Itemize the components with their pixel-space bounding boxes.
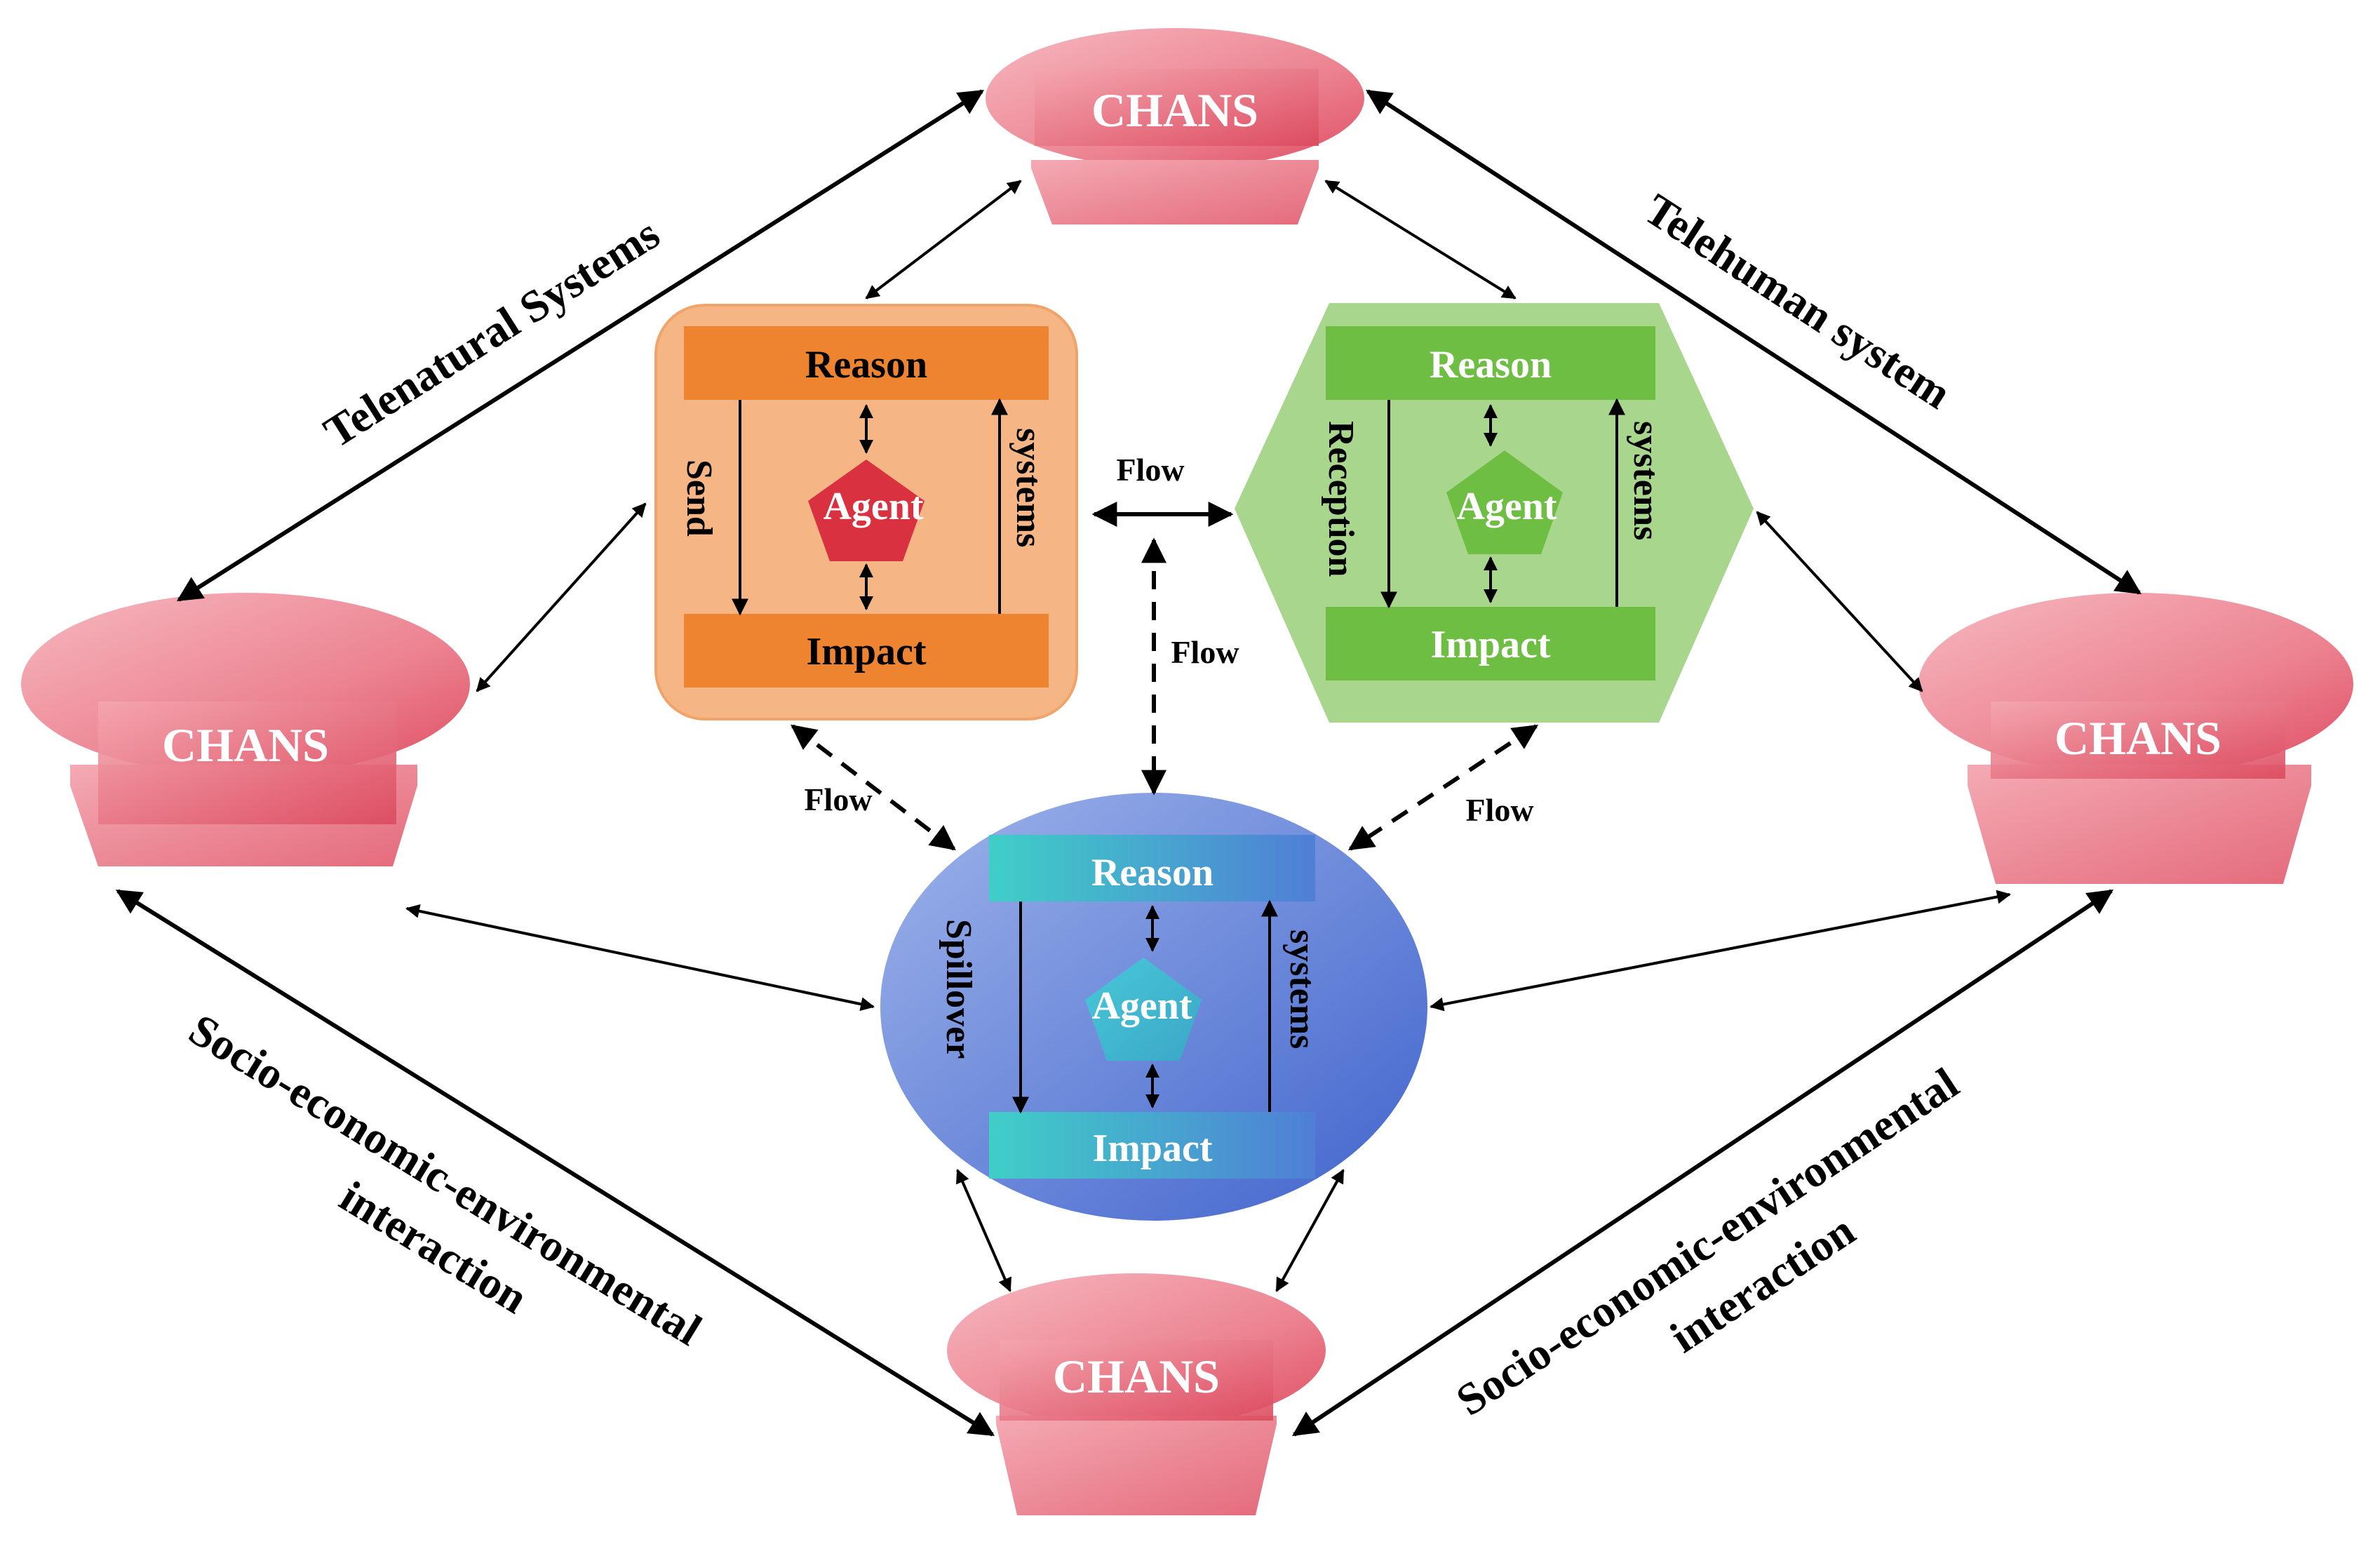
spillover-agent-pentagon (1085, 958, 1202, 1061)
send-impact-label: Impact (806, 630, 926, 673)
spillover-left-label: Spillover (939, 919, 979, 1059)
chans-bottom-label: CHANS (1053, 1350, 1220, 1403)
link-left-spillover (405, 904, 875, 1012)
flow-label-reception-spillover: Flow (1465, 792, 1533, 828)
flow-label-center-vertical: Flow (1171, 634, 1239, 670)
send-left-label: Send (679, 460, 719, 537)
chans-node-bottom: CHANS (947, 1273, 1326, 1515)
socio-left-line1: Socio-economic-environmental (181, 1004, 710, 1355)
link-top-right (1365, 89, 2142, 595)
link-top-left (176, 89, 985, 602)
reception-impact-label: Impact (1430, 623, 1550, 666)
spillover-system: Reason Impact Agent Spillover systems (880, 793, 1427, 1221)
socio-right-line1: Socio-economic-environmental (1448, 1058, 1968, 1426)
spillover-reason-label: Reason (1091, 851, 1213, 894)
link-top-reception (1324, 180, 1517, 300)
reception-reason-label: Reason (1430, 343, 1552, 387)
flow-arrow-reception-spillover (1347, 724, 1539, 851)
sending-system: Reason Impact Agent Send systems (654, 304, 1078, 720)
spillover-impact-label: Impact (1092, 1127, 1212, 1170)
link-spillover-bottom-right (1275, 1169, 1345, 1292)
receiving-system: Reason Impact Agent Reception systems (1235, 303, 1754, 723)
chans-right-label: CHANS (2055, 711, 2221, 765)
flow-arrow-send-spillover (791, 724, 956, 851)
link-spillover-bottom-left (956, 1169, 1011, 1292)
link-send-left (476, 502, 647, 692)
system-links (115, 89, 2142, 1437)
telenatural-label: Telenatural Systems (315, 208, 668, 457)
send-reason-label: Reason (805, 343, 927, 387)
reception-agent-label: Agent (1456, 485, 1557, 528)
spillover-right-label: systems (1282, 930, 1322, 1049)
chans-node-left: CHANS (21, 593, 470, 866)
chans-node-right: CHANS (1918, 593, 2353, 884)
send-right-label: systems (1009, 428, 1049, 547)
flow-label-send-reception: Flow (1116, 452, 1184, 488)
flow-connectors: Flow Flow Flow Flow (791, 452, 1539, 851)
send-agent-label: Agent (823, 485, 923, 528)
reception-right-label: systems (1626, 421, 1666, 540)
spillover-agent-label: Agent (1091, 984, 1192, 1028)
chans-top-label: CHANS (1091, 83, 1258, 137)
link-top-send (865, 180, 1022, 300)
chans-node-top: CHANS (986, 28, 1364, 224)
reception-left-label: Reception (1321, 421, 1361, 577)
chans-left-label: CHANS (162, 718, 329, 772)
flow-label-send-spillover: Flow (804, 782, 872, 817)
link-left-bottom (115, 889, 995, 1437)
link-spillover-right (1430, 890, 2011, 1012)
link-reception-right (1756, 511, 1923, 692)
